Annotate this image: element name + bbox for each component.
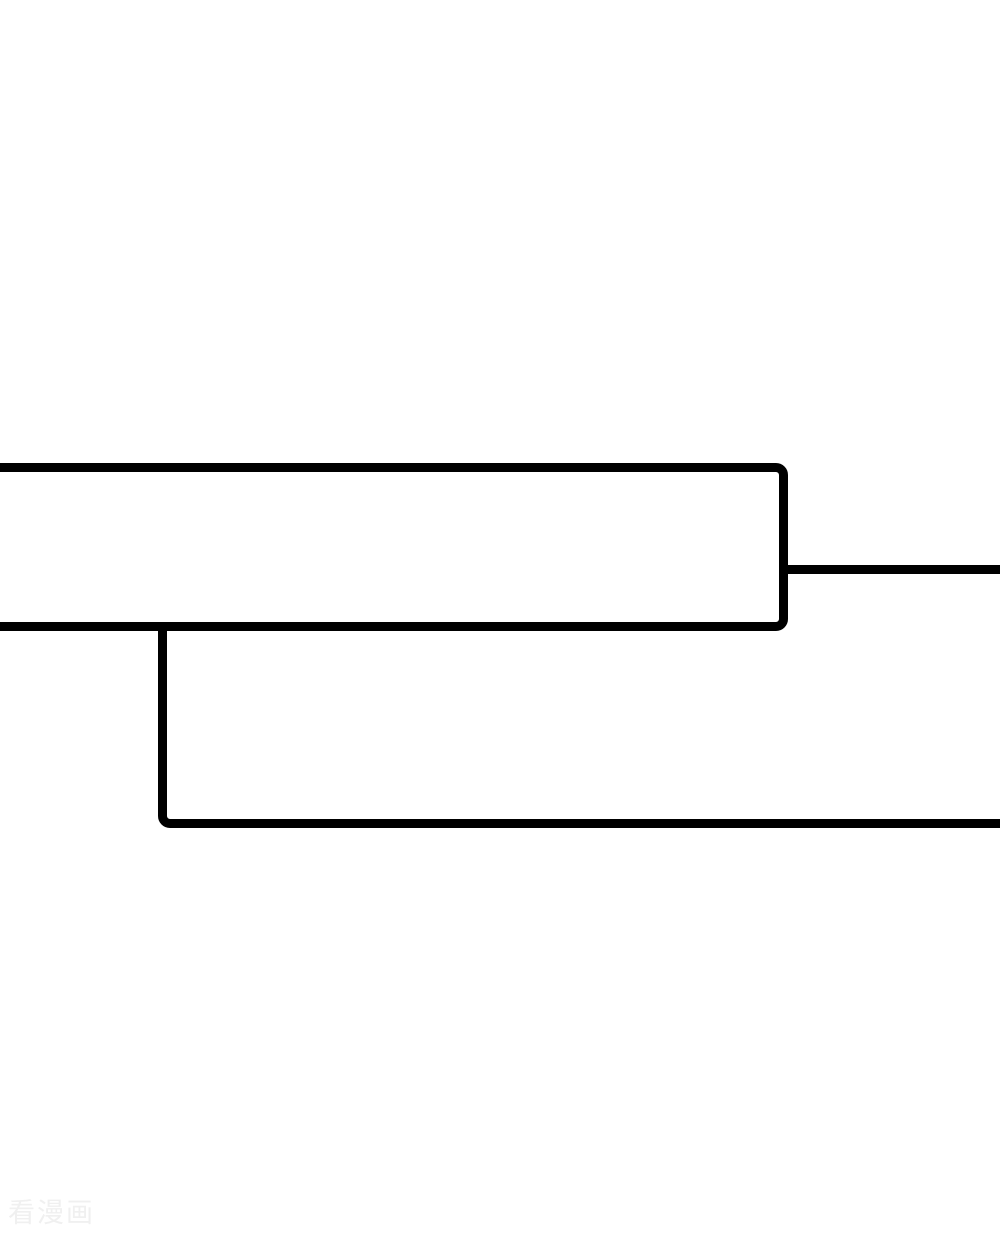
watermark-text: 看漫画 (8, 1198, 95, 1229)
speech-bubble-front (0, 463, 788, 631)
